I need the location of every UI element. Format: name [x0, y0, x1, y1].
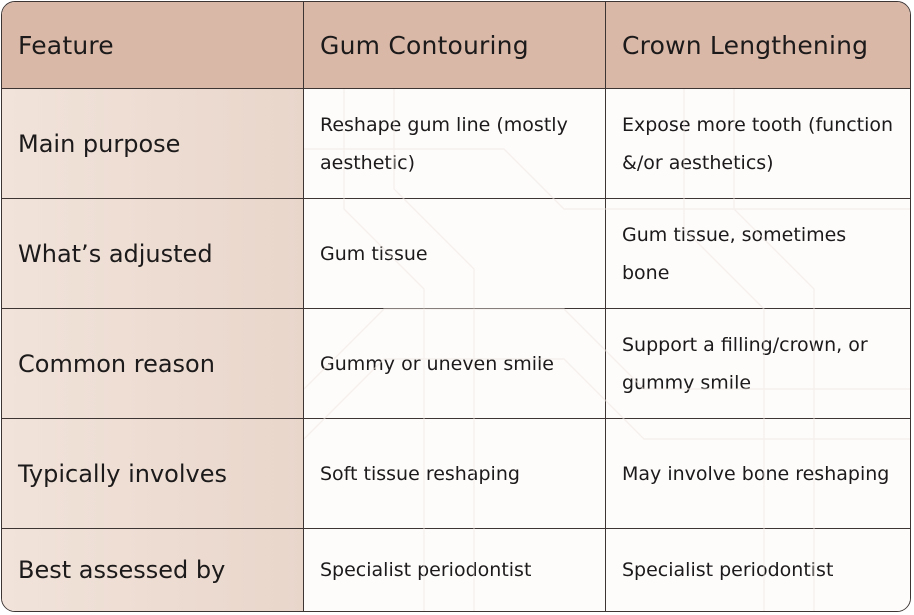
header-gum-contouring: Gum Contouring	[304, 2, 606, 89]
feature-label: Common reason	[2, 309, 304, 419]
crown-value: Gum tissue, sometimes bone	[606, 199, 910, 309]
gum-value: Gummy or uneven smile	[304, 309, 606, 419]
feature-label: Main purpose	[2, 89, 304, 199]
crown-value: Specialist periodontist	[606, 529, 910, 611]
header-feature: Feature	[2, 2, 304, 89]
gum-value: Reshape gum line (mostly aesthetic)	[304, 89, 606, 199]
gum-value: Soft tissue reshaping	[304, 419, 606, 529]
crown-value: May involve bone reshaping	[606, 419, 910, 529]
gum-value: Gum tissue	[304, 199, 606, 309]
feature-label: Best assessed by	[2, 529, 304, 611]
feature-label: Typically involves	[2, 419, 304, 529]
feature-label: What’s adjusted	[2, 199, 304, 309]
header-crown-lengthening: Crown Lengthening	[606, 2, 910, 89]
crown-value: Support a filling/crown, or gummy smile	[606, 309, 910, 419]
gum-value: Specialist periodontist	[304, 529, 606, 611]
crown-value: Expose more tooth (function &/or aesthet…	[606, 89, 910, 199]
